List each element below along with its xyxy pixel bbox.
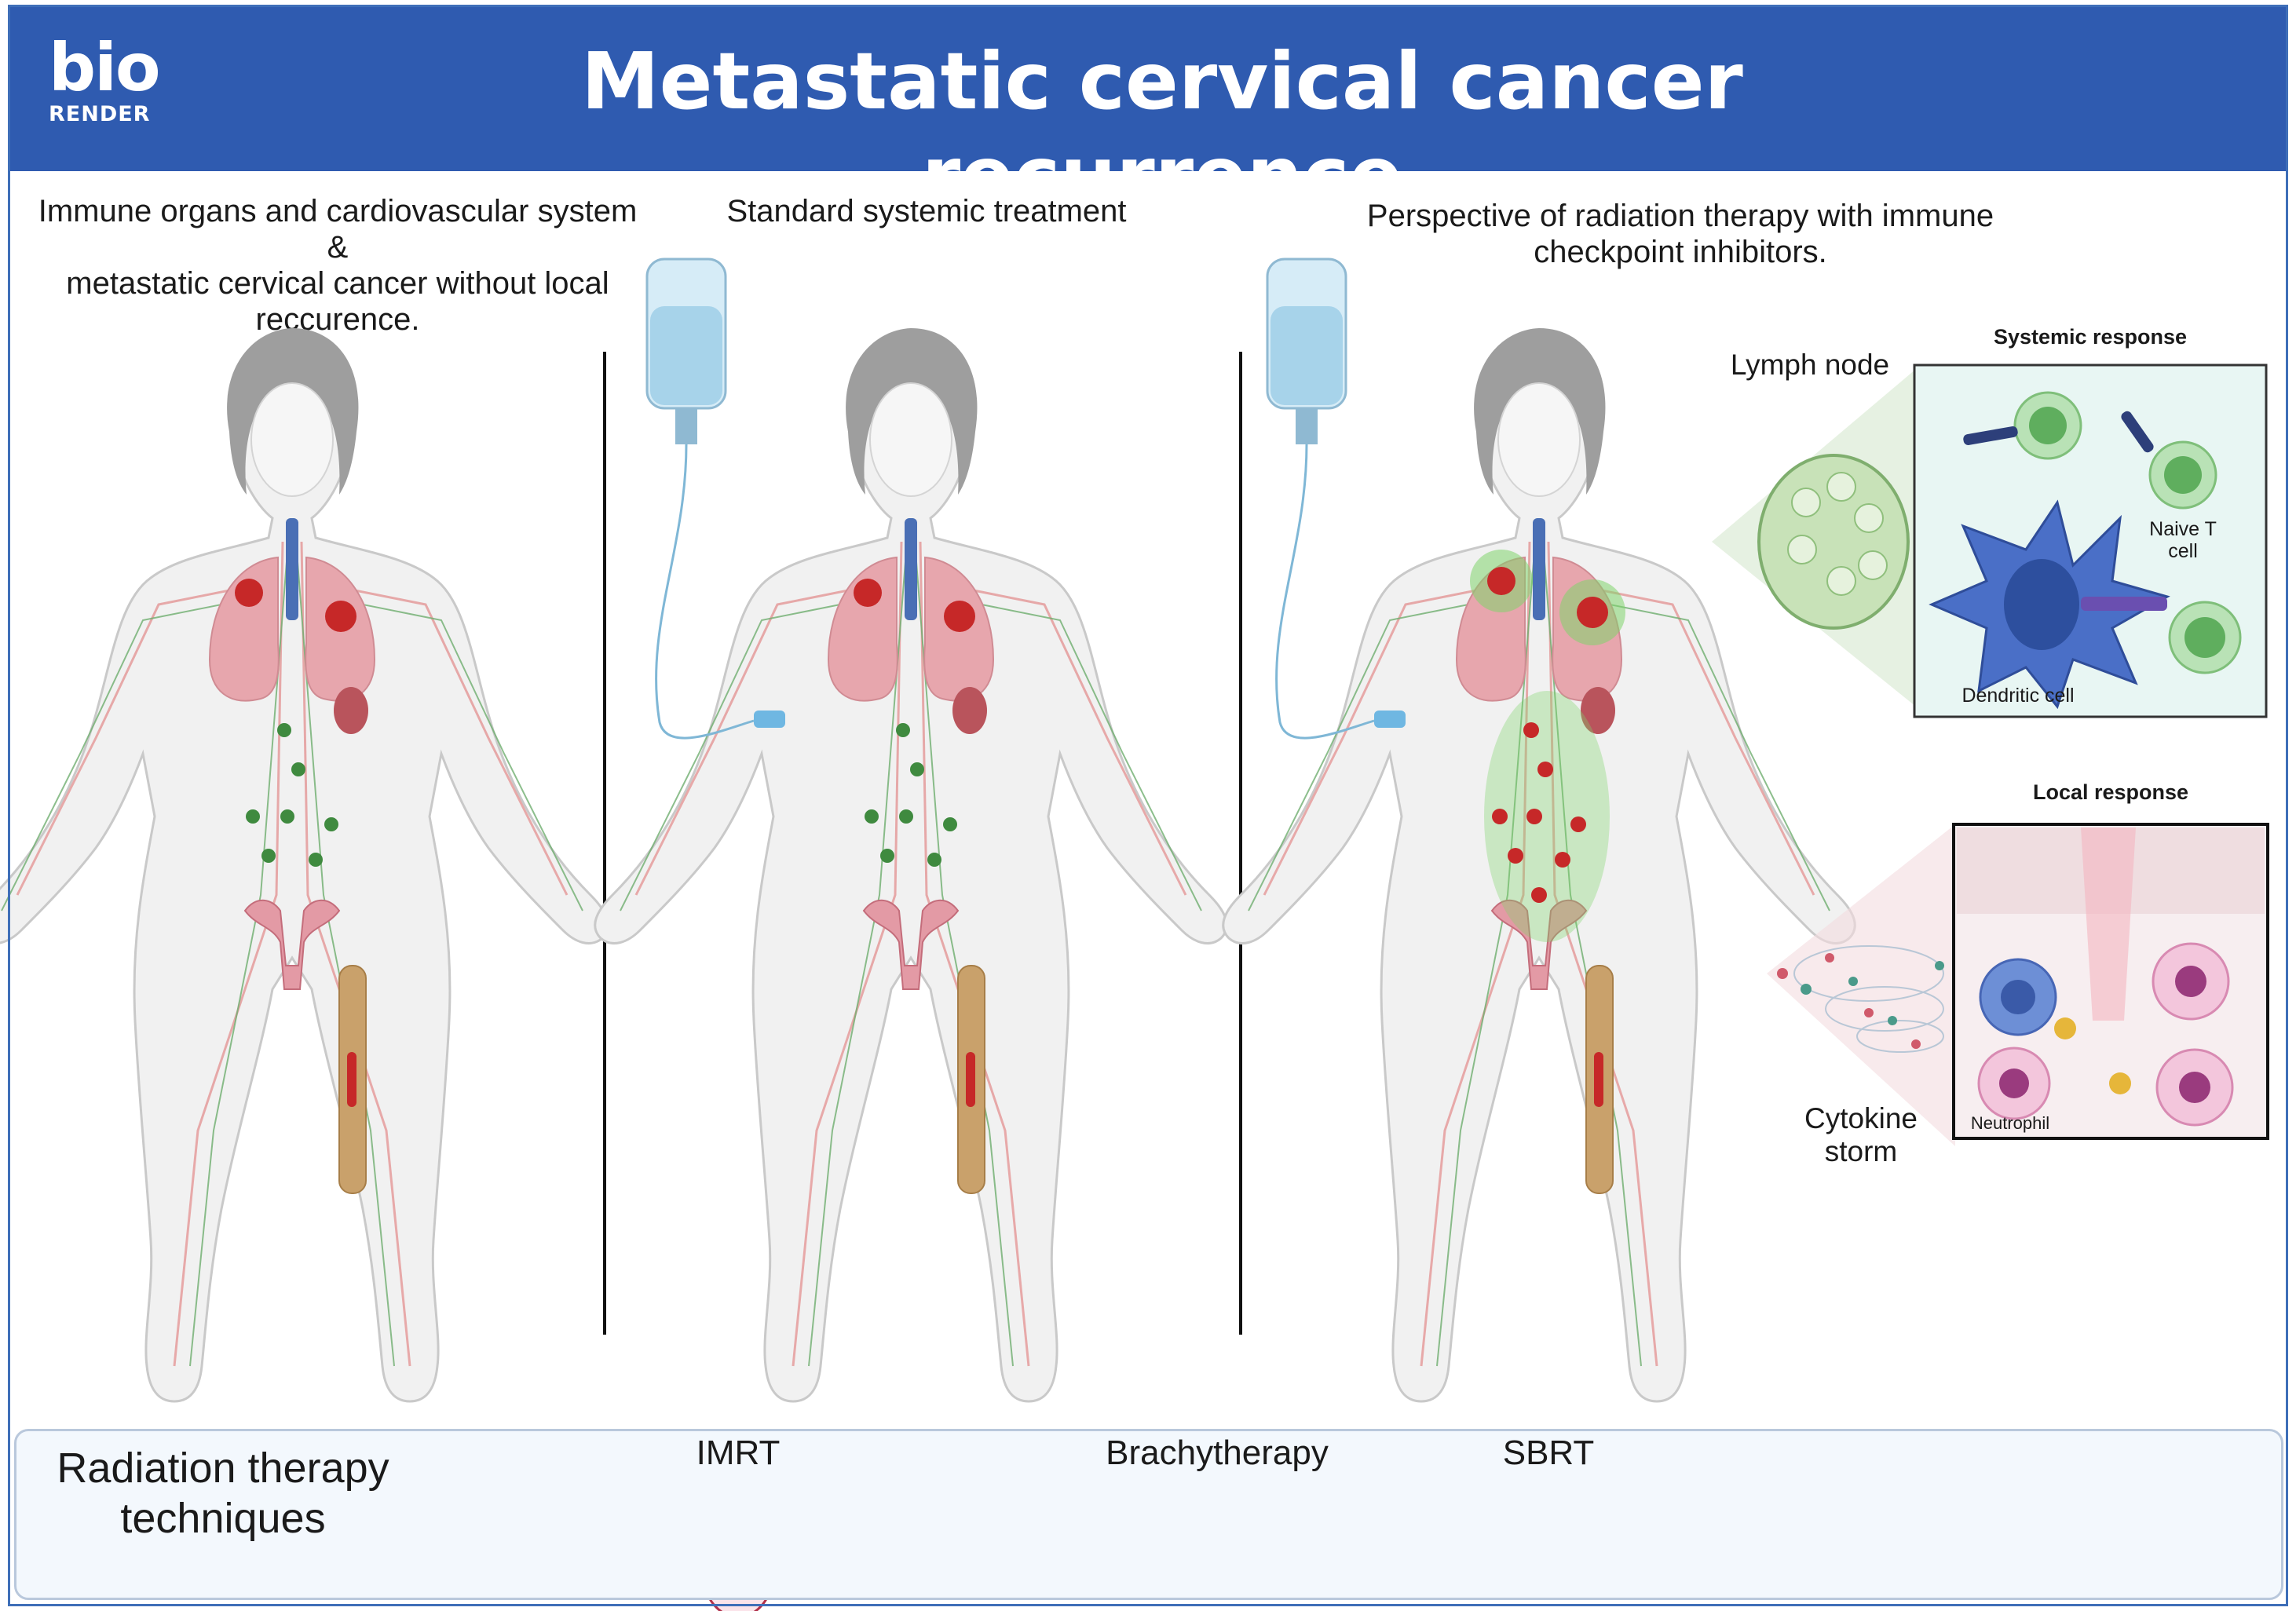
dendritic-cell-label: Dendritic cell	[1961, 685, 2075, 707]
local-response-title: Local response	[2032, 780, 2189, 804]
column-3-heading-line: Perspective of radiation therapy with im…	[1366, 199, 1994, 233]
technique-label-sbrt: SBRT	[1502, 1434, 1595, 1472]
naive-t-cell-label: Naive T cell	[2136, 518, 2230, 562]
cytokine-storm-label: Cytokine storm	[1782, 1102, 1940, 1168]
column-divider	[1239, 352, 1242, 1335]
logo-subtitle: RENDER	[49, 102, 151, 126]
figure-border	[8, 5, 2288, 1606]
column-1-heading-line: Immune organs and cardiovascular system	[38, 194, 638, 228]
technique-label-imrt: IMRT	[696, 1434, 781, 1472]
systemic-response-title: Systemic response	[1993, 325, 2188, 349]
body-figure-3	[1222, 327, 1856, 1403]
footer-title: Radiation therapy techniques	[35, 1443, 411, 1543]
column-3-heading-line: checkpoint inhibitors.	[1534, 235, 1827, 269]
column-1-heading-line: metastatic cervical cancer without local	[66, 266, 609, 301]
biorender-logo: bio RENDER	[49, 35, 166, 137]
footer-title-line: techniques	[120, 1495, 326, 1542]
naive-t-cell-label-line: Naive T	[2149, 518, 2217, 540]
neutrophil-label: Neutrophil	[1970, 1113, 2050, 1133]
technique-label-brachytherapy: Brachytherapy	[1106, 1434, 1329, 1472]
column-2-heading-line: Standard systemic treatment	[726, 194, 1127, 228]
iv-bag-2	[645, 258, 785, 740]
column-3-heading: Perspective of radiation therapy with im…	[1327, 198, 2034, 270]
footer-panel	[14, 1429, 2283, 1600]
cytokine-storm-illustration	[1793, 945, 1944, 1053]
cytokine-storm-label-line: Cytokine	[1804, 1102, 1918, 1134]
lymph-node-label: Lymph node	[1730, 349, 1890, 381]
local-response-cells	[1957, 827, 2265, 1127]
cytokine-storm-label-line: storm	[1824, 1135, 1898, 1167]
body-figure-2	[594, 327, 1228, 1403]
page-title: Metastatic cervical cancer recurrence	[581, 35, 1743, 221]
column-2-heading: Standard systemic treatment	[691, 193, 1162, 229]
naive-t-cell-label-line: cell	[2168, 540, 2198, 562]
footer-title-line: Radiation therapy	[57, 1445, 389, 1492]
logo-wordmark: bio	[49, 29, 161, 106]
header-bar	[8, 5, 2288, 171]
body-figure-1	[0, 327, 609, 1403]
systemic-response-cells	[1929, 391, 2242, 710]
column-divider	[603, 352, 606, 1335]
column-1-heading: Immune organs and cardiovascular system …	[24, 193, 652, 338]
iv-bag-3	[1266, 258, 1406, 740]
lymph-node-illustration	[1757, 454, 1910, 630]
column-1-heading-line: &	[327, 230, 349, 265]
